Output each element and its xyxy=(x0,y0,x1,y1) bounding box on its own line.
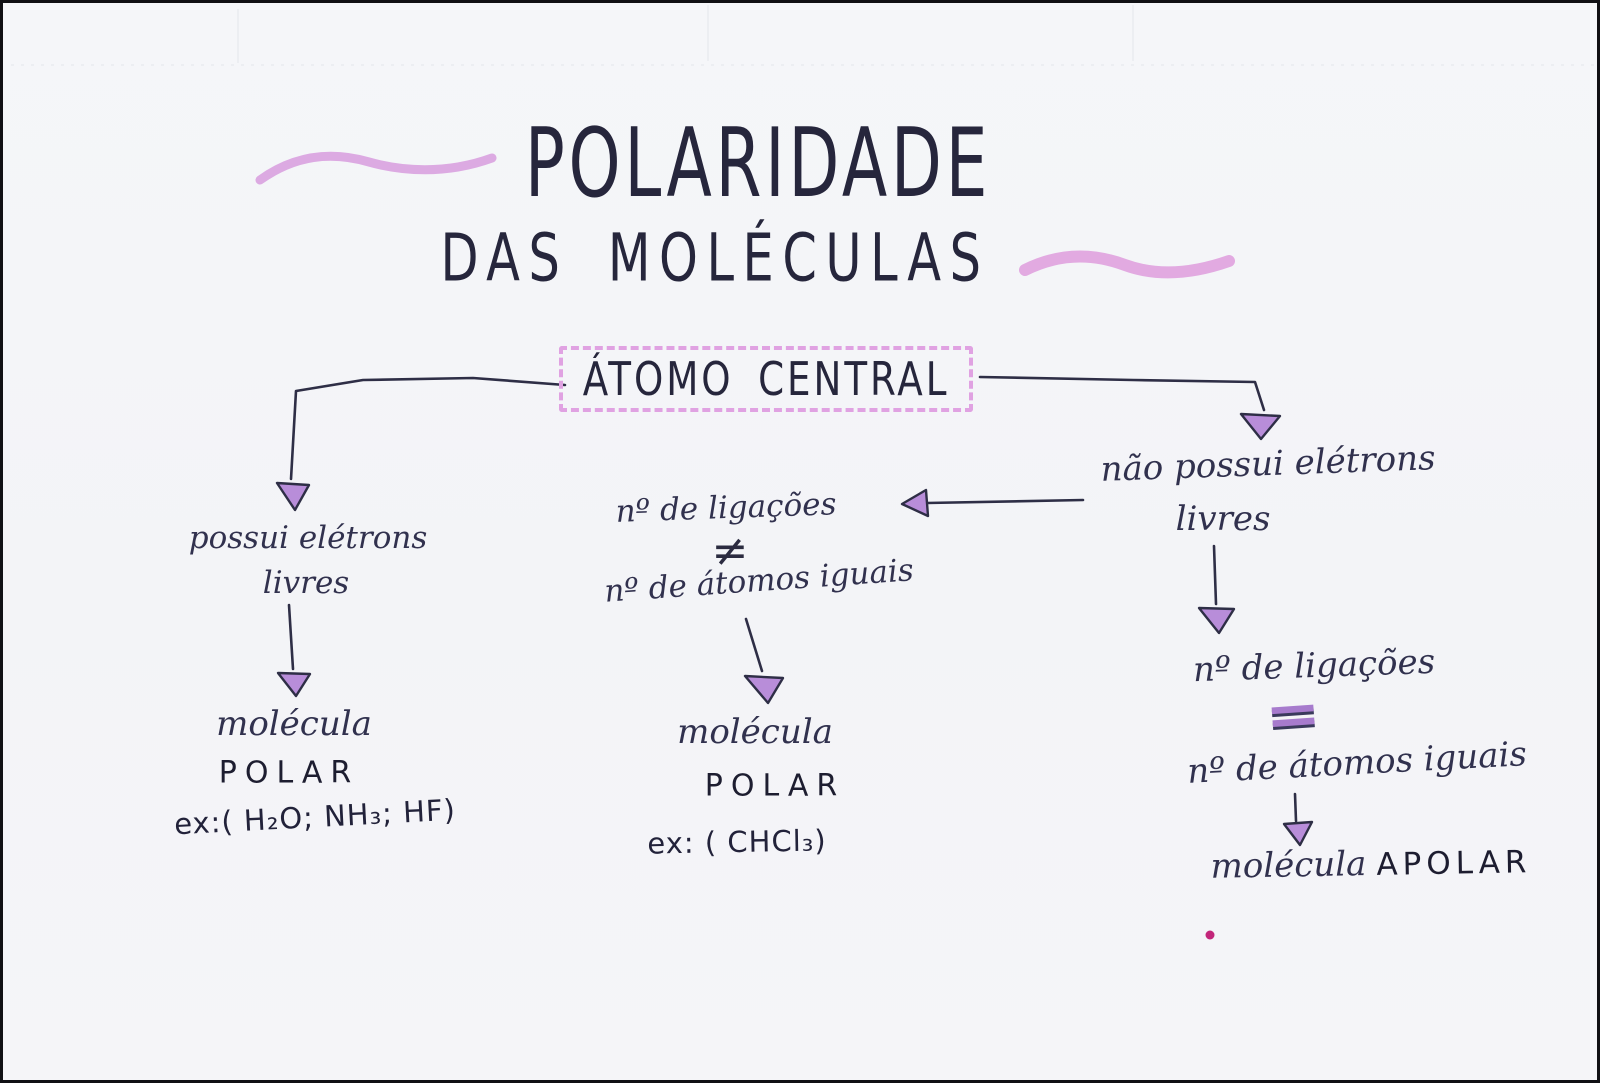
right-branch-molecule-word: molécula xyxy=(1210,844,1367,887)
arrow-down-icon xyxy=(1239,412,1282,441)
page-title-line2: DAS MOLÉCULAS xyxy=(440,221,990,297)
arrow-down-icon xyxy=(1197,606,1236,635)
left-branch-polarity-label: POLAR xyxy=(218,755,360,791)
connector-central-to-right xyxy=(978,375,1266,412)
right-branch-polarity-label: APOLAR xyxy=(1376,844,1532,883)
scan-artifact-lines xyxy=(11,5,1595,66)
middle-branch-molecule-word: molécula xyxy=(677,712,833,752)
squiggle-left-icon xyxy=(255,151,497,185)
left-branch-condition-line2: livres xyxy=(262,565,350,601)
connector-left-condition-to-result xyxy=(287,603,295,671)
left-branch-molecule-word: molécula xyxy=(216,704,372,744)
equals-operator: = xyxy=(1262,678,1324,750)
arrow-down-icon xyxy=(276,671,312,698)
connector-right-to-middle xyxy=(925,498,1085,505)
central-node-label: ÁTOMO CENTRAL xyxy=(582,352,950,406)
not-equals-operator: ≠ xyxy=(711,525,749,577)
arrow-left-icon xyxy=(900,488,930,518)
arrow-down-icon xyxy=(275,481,311,512)
left-branch-condition-line1: possui elétrons xyxy=(188,520,428,556)
stray-ink-dot xyxy=(1205,930,1215,940)
squiggle-right-icon xyxy=(1019,250,1235,279)
central-node: ÁTOMO CENTRAL xyxy=(559,346,973,412)
middle-branch-rule-line1: nº de ligações xyxy=(615,486,837,530)
page-title-line1: POLARIDADE xyxy=(524,107,992,219)
connector-central-to-left xyxy=(289,376,567,481)
right-branch-condition-line2: livres xyxy=(1175,499,1271,539)
diagram-strokes-layer xyxy=(11,5,1595,940)
connector-right-condition-to-rule xyxy=(1212,544,1218,606)
arrow-down-icon xyxy=(1282,820,1314,847)
connector-middle-condition-to-result xyxy=(744,617,764,673)
middle-branch-polarity-label: POLAR xyxy=(704,768,846,804)
middle-branch-example: ex: ( CHCl₃) xyxy=(647,823,827,861)
arrow-down-icon xyxy=(743,674,785,705)
connector-right-rule-to-result xyxy=(1293,792,1298,823)
